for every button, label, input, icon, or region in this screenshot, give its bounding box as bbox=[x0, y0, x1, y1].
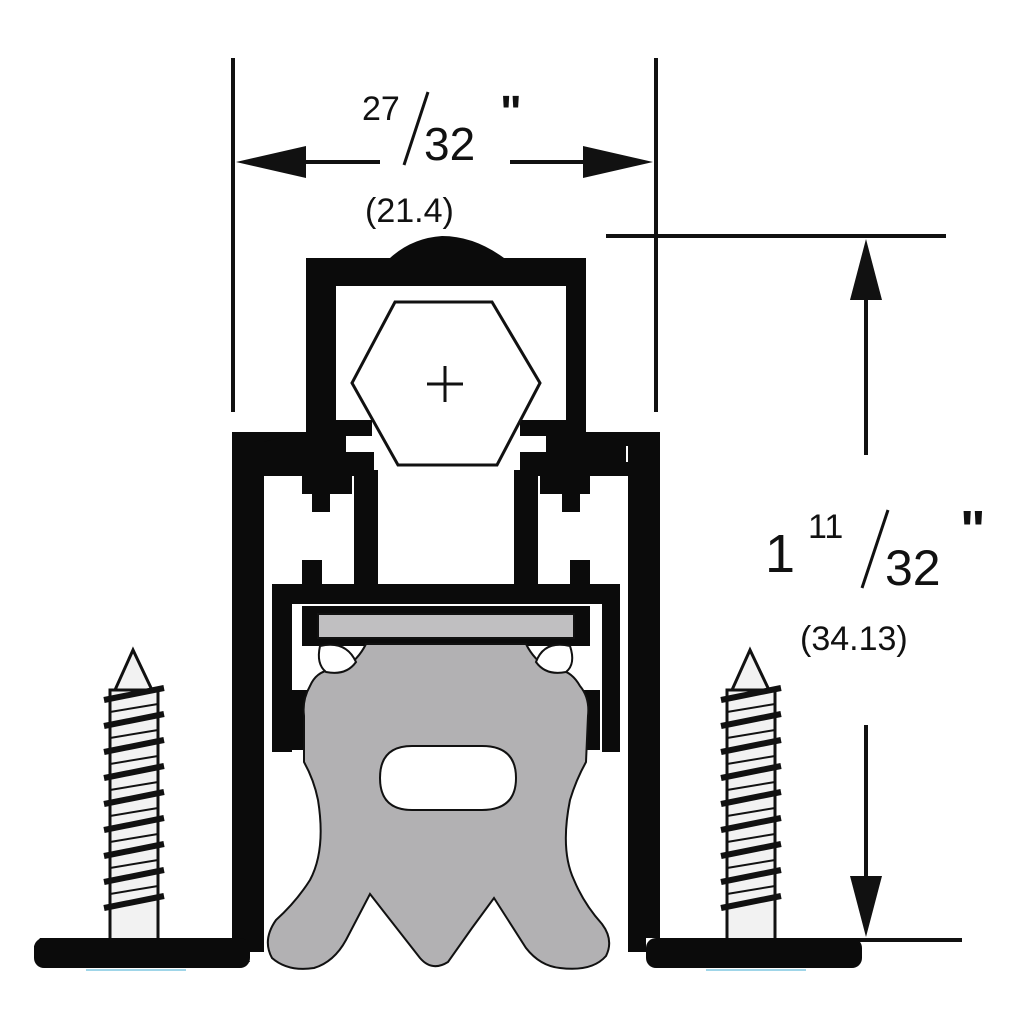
width-fraction-bar bbox=[402, 91, 430, 166]
height-fraction-denominator: 32 bbox=[885, 540, 941, 596]
width-arrowhead-left bbox=[236, 146, 306, 178]
plus-icon bbox=[427, 366, 463, 402]
height-arrowhead-top bbox=[850, 239, 882, 300]
height-fraction-bar bbox=[860, 509, 890, 589]
height-metric-label: (34.13) bbox=[800, 620, 908, 658]
right-screw-icon bbox=[720, 646, 782, 942]
width-fraction-numerator: 27 bbox=[362, 90, 400, 128]
width-inch-mark: " bbox=[500, 86, 522, 138]
mounting-housing bbox=[34, 432, 862, 968]
height-fraction-numerator: 11 bbox=[808, 508, 843, 546]
height-dimension: 1 11 32 " (34.13) bbox=[606, 234, 986, 942]
left-screw-icon bbox=[103, 646, 165, 942]
top-carrier-channel bbox=[306, 236, 586, 436]
height-arrowhead-bottom bbox=[850, 876, 882, 937]
height-inch-mark: " bbox=[960, 500, 986, 560]
seal-retainer-insert bbox=[317, 613, 575, 639]
sweep-seal-gasket bbox=[266, 643, 611, 970]
width-fraction-denominator: 32 bbox=[424, 118, 475, 170]
width-metric-label: (21.4) bbox=[365, 192, 454, 230]
width-dimension: 27 32 " (21.4) bbox=[231, 58, 658, 412]
width-arrowhead-right bbox=[583, 146, 653, 178]
height-whole-number: 1 bbox=[765, 524, 795, 584]
seal-slot bbox=[378, 745, 518, 811]
